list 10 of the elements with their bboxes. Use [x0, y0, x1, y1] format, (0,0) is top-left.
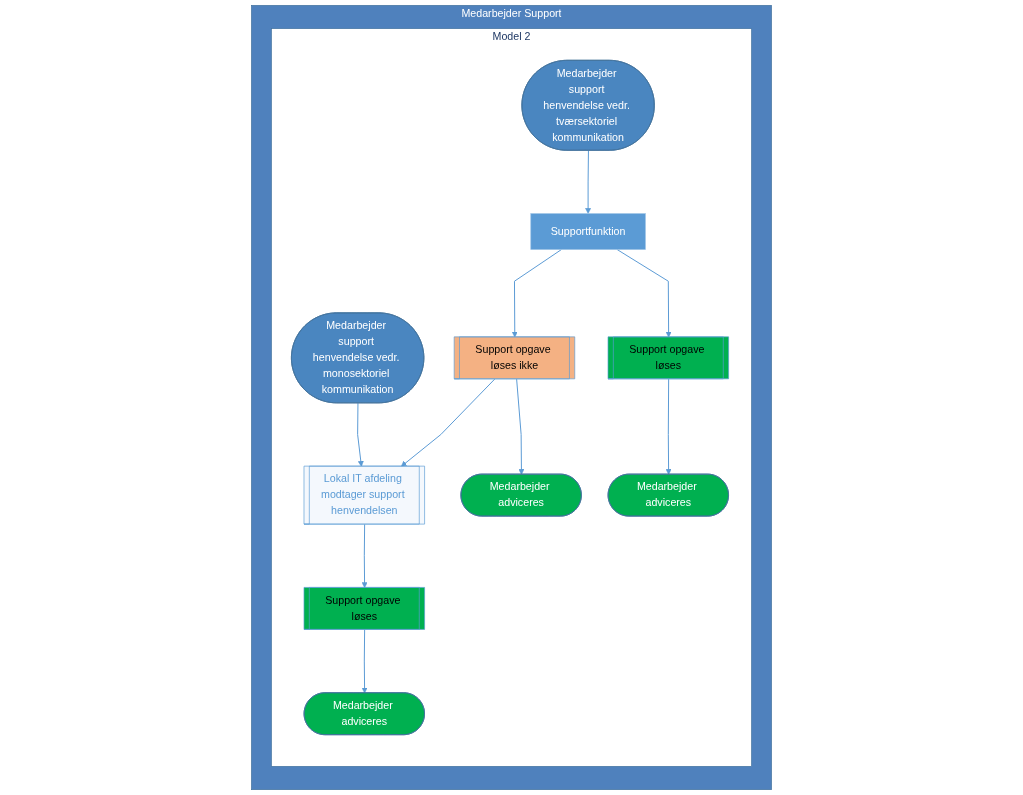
- arrow: [516, 378, 525, 475]
- arrow: [400, 378, 496, 467]
- node-box: Supportfunktion: [530, 213, 646, 250]
- arrow: [361, 523, 368, 588]
- arrow: [665, 378, 672, 475]
- arrow: [511, 249, 562, 338]
- arrow: [616, 249, 672, 338]
- arrow: [357, 402, 364, 467]
- arrow: [585, 150, 592, 214]
- arrow: [361, 629, 368, 694]
